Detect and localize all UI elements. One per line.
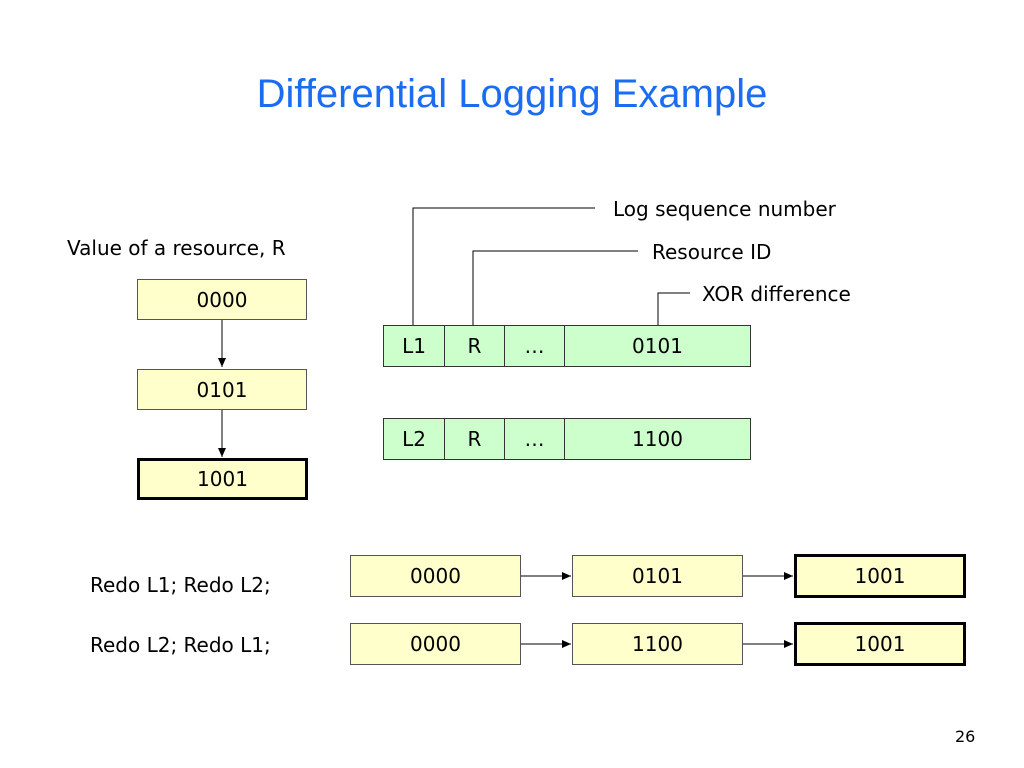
log-record-xor-diff: 1100 bbox=[632, 427, 683, 451]
redo-value-box: 0000 bbox=[350, 555, 521, 597]
log-record-lsn: L1 bbox=[384, 326, 445, 366]
redo-row-label: Redo L1; Redo L2; bbox=[90, 573, 271, 597]
log-record-xor-diff: 0101 bbox=[632, 334, 683, 358]
resource-value-box: 0000 bbox=[137, 279, 307, 320]
log-record-resource-id: R bbox=[445, 419, 505, 459]
lsn-leader-line bbox=[412, 207, 595, 325]
log-record-l1: L1 R … 0101 bbox=[383, 325, 751, 367]
log-record-ellipsis: … bbox=[505, 419, 565, 459]
resource-value-box: 0101 bbox=[137, 369, 307, 410]
redo-value-box: 0000 bbox=[350, 623, 521, 665]
redo-final-value-box: 1001 bbox=[794, 554, 966, 598]
xor-leader-line bbox=[657, 292, 690, 325]
log-record-resource-id: R bbox=[445, 326, 505, 366]
lsn-callout-label: Log sequence number bbox=[613, 197, 836, 221]
log-record-l2: L2 R … 1100 bbox=[383, 418, 751, 460]
redo-value-box: 0101 bbox=[572, 555, 743, 597]
page-number: 26 bbox=[955, 727, 976, 746]
redo-value-box: 1100 bbox=[572, 623, 743, 665]
slide-title: Differential Logging Example bbox=[256, 72, 768, 116]
resource-label: Value of a resource, R bbox=[67, 236, 286, 260]
redo-final-value-box: 1001 bbox=[794, 622, 966, 666]
redo-row-label: Redo L2; Redo L1; bbox=[90, 633, 271, 657]
log-record-ellipsis: … bbox=[505, 326, 565, 366]
xor-callout-label: XOR difference bbox=[702, 282, 851, 306]
rid-callout-label: Resource ID bbox=[652, 240, 772, 264]
rid-leader-line bbox=[472, 250, 638, 325]
log-record-lsn: L2 bbox=[384, 419, 445, 459]
resource-final-value-box: 1001 bbox=[137, 458, 308, 500]
